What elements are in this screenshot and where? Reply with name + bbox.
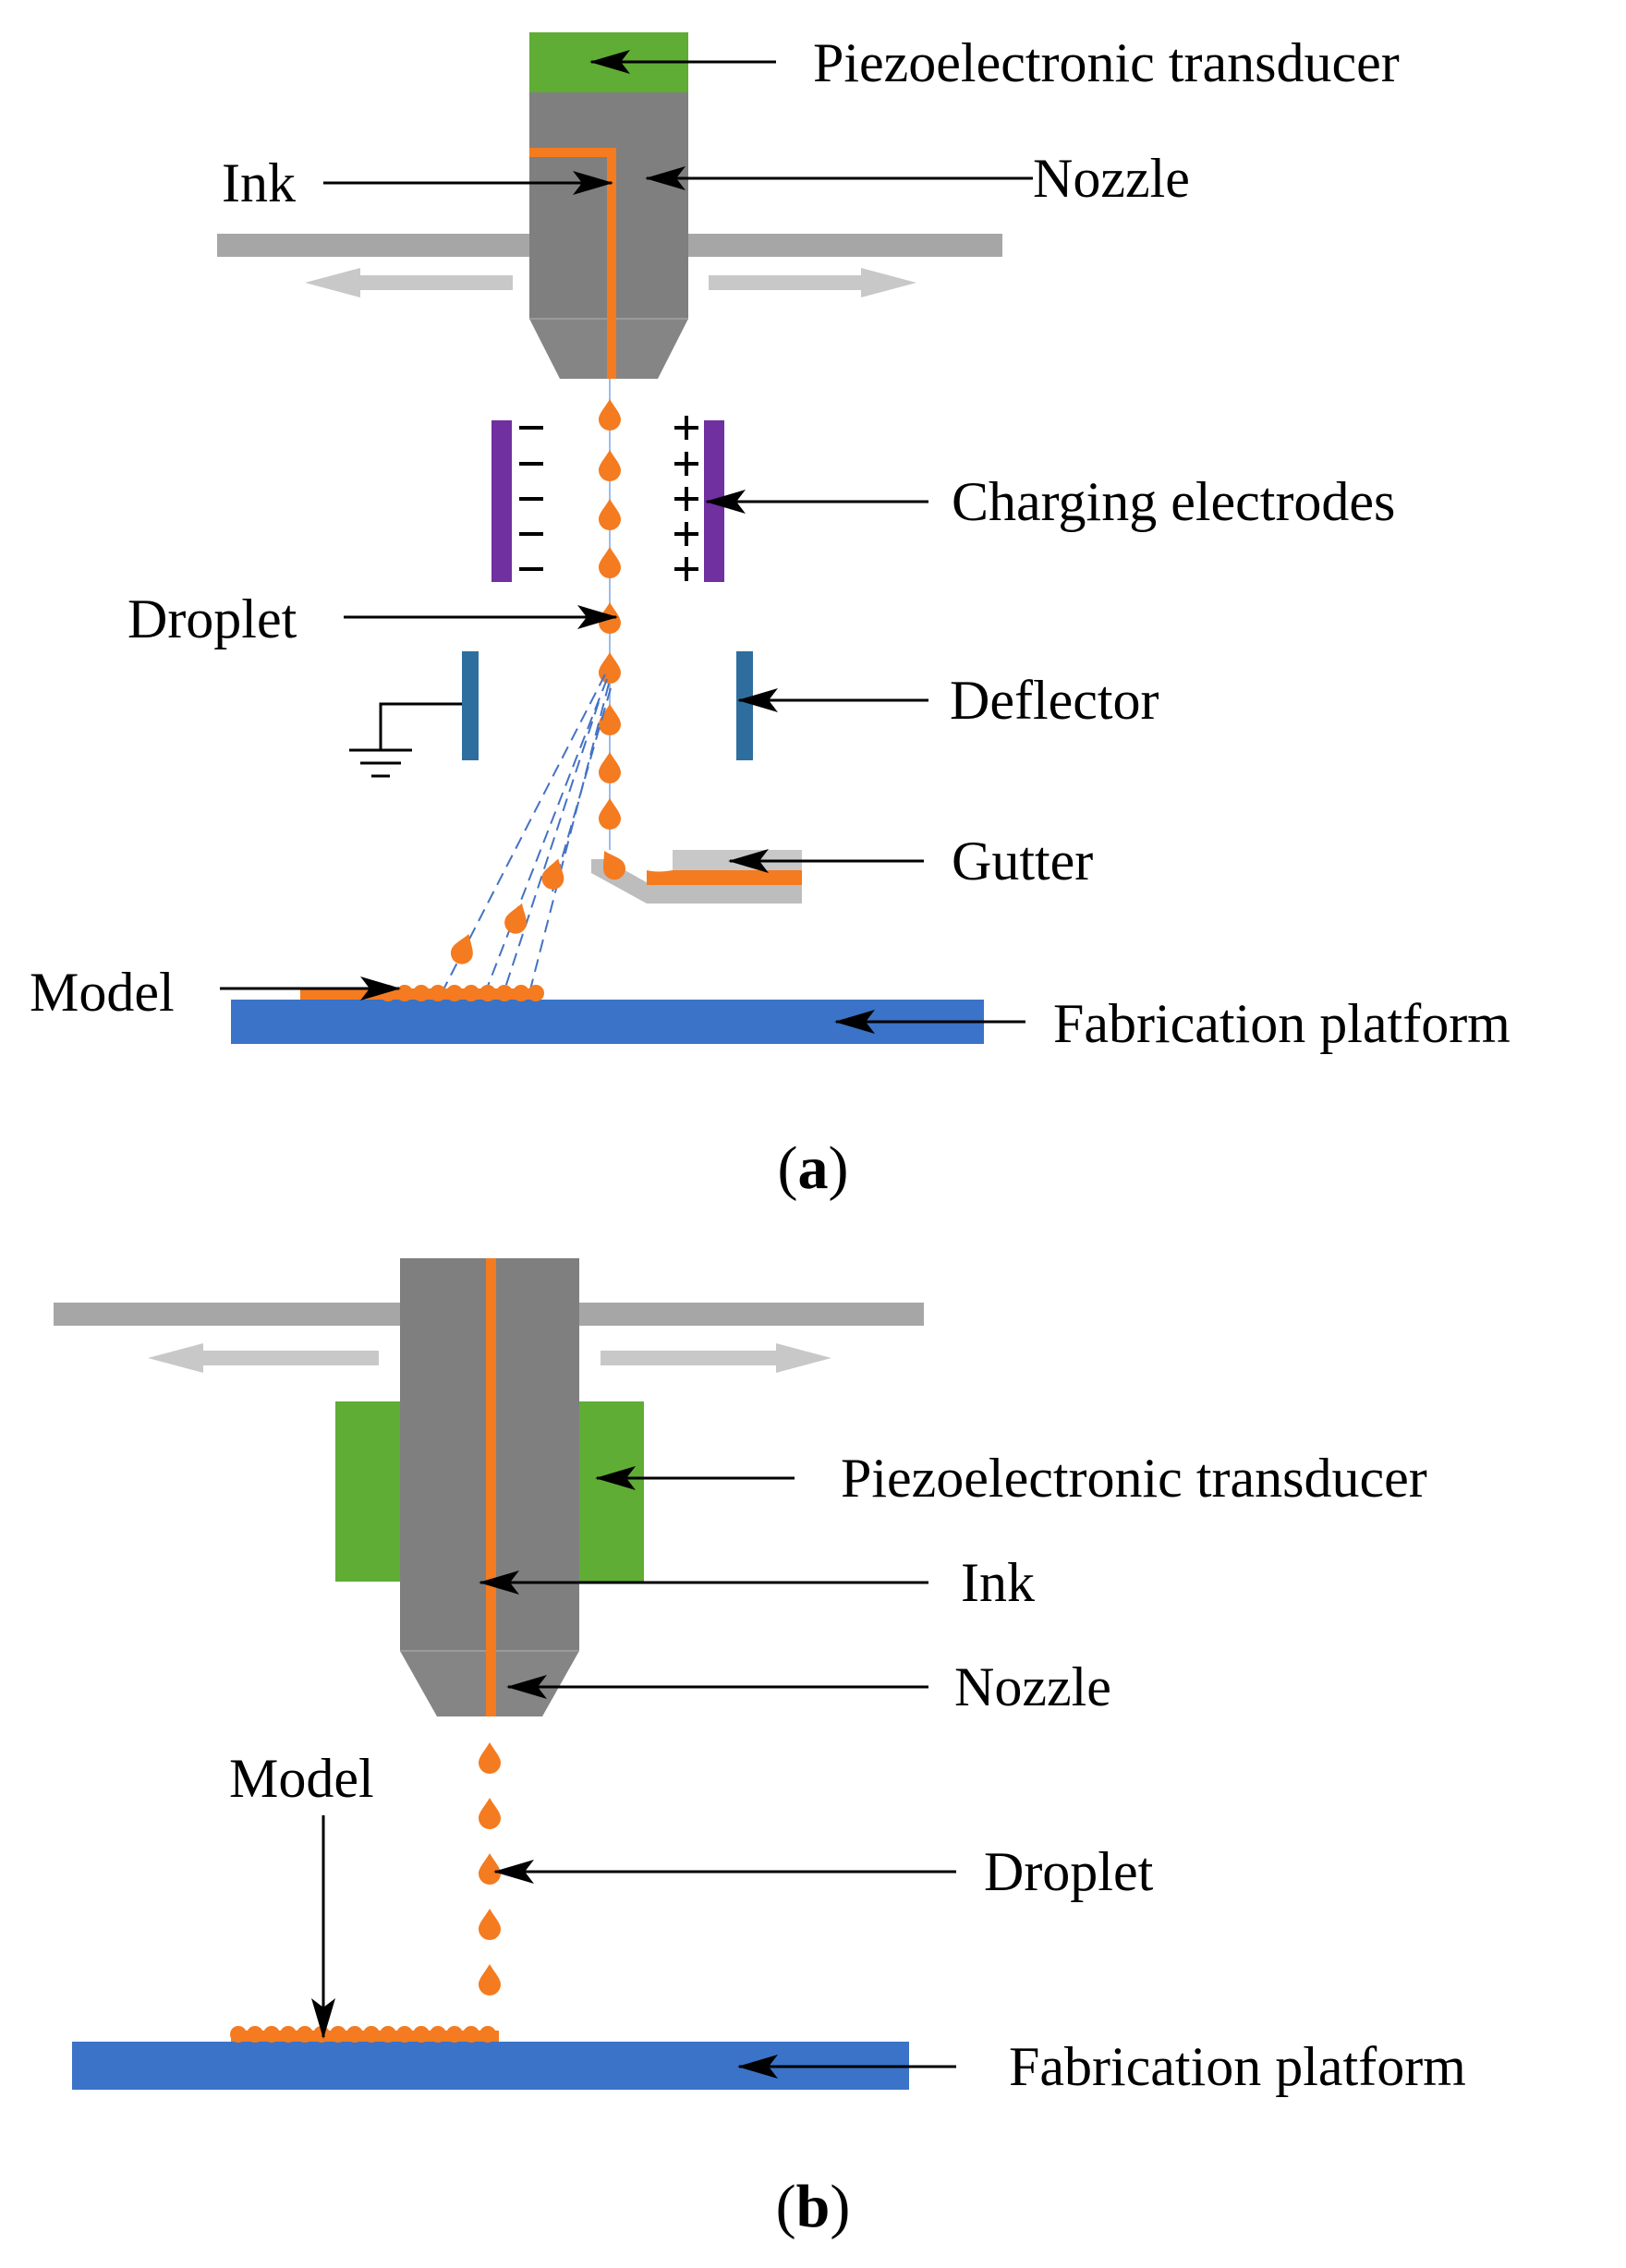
caption-b: (b) [776,2173,851,2240]
label-electrodes-a: Charging electrodes [952,471,1395,532]
label-ink-b: Ink [961,1552,1035,1613]
droplet-stream-a [599,399,621,830]
droplet-stream-b [479,1742,501,1995]
positive-signs [674,416,698,581]
leaders-a [220,50,1033,1034]
label-transducer-b: Piezoelectronic transducer [841,1448,1427,1509]
caption-a: (a) [778,1134,849,1202]
move-right-arrow [709,268,916,297]
panel-a: Piezoelectronic transducer Ink Nozzle Ch… [30,32,1511,1202]
deflector-left [462,651,479,760]
label-platform-a: Fabrication platform [1053,993,1511,1054]
negative-signs [519,426,543,571]
leaders-b [311,1466,956,2079]
move-left-arrow [305,268,513,297]
electrode-negative [491,420,512,582]
deflector-right [736,651,753,760]
label-gutter-a: Gutter [952,831,1093,891]
label-platform-b: Fabrication platform [1009,2036,1466,2097]
label-nozzle-b: Nozzle [954,1656,1111,1717]
piezo-transducer-left [335,1401,409,1582]
label-nozzle-a: Nozzle [1033,148,1190,209]
panel-b: Piezoelectronic transducer Ink Nozzle Mo… [54,1258,1466,2240]
label-deflector-a: Deflector [950,670,1159,731]
move-right-arrow-b [601,1343,831,1373]
label-droplet-a: Droplet [127,588,297,649]
label-model-b: Model [229,1748,374,1809]
move-left-arrow-b [148,1343,379,1373]
label-transducer-a: Piezoelectronic transducer [813,32,1400,93]
ink-channel-b [486,1258,496,1716]
deflection-trajectories [441,673,612,994]
model-deposit-b [230,2026,499,2043]
piezo-transducer-right [579,1401,644,1582]
label-model-a: Model [30,962,175,1023]
ground-symbol [349,702,462,778]
label-droplet-b: Droplet [984,1841,1154,1902]
gutter [591,845,802,904]
label-ink-a: Ink [222,152,296,213]
ink-channel [529,148,616,379]
